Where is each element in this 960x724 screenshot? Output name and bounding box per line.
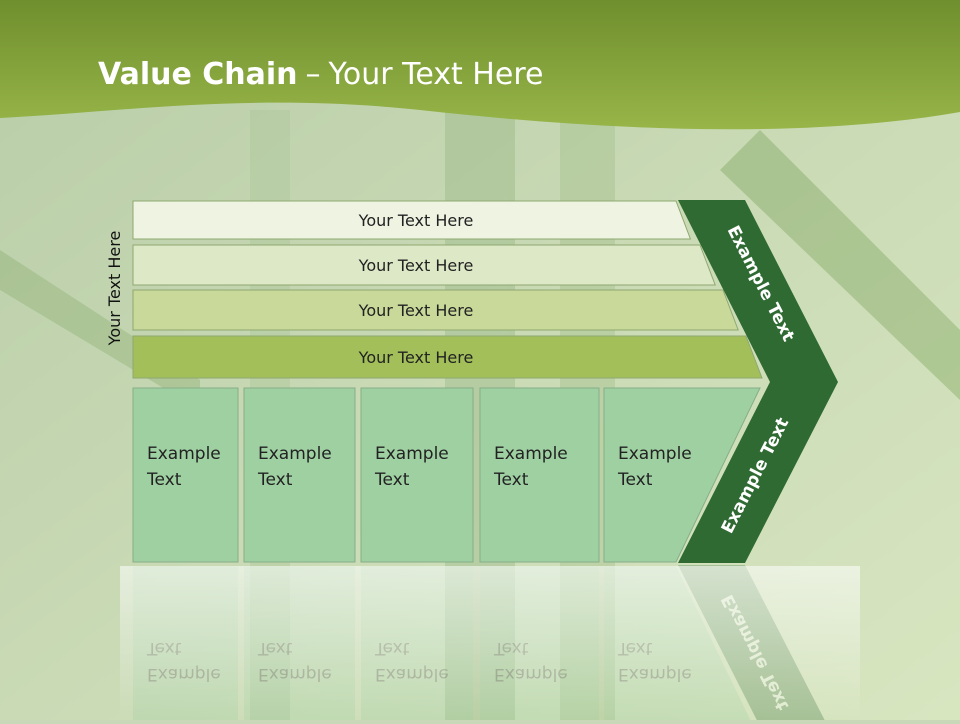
- column-box: [132, 387, 239, 563]
- column-label-line1: Example: [375, 444, 449, 464]
- row-bar: [132, 244, 716, 286]
- page-title: Value Chain – Your Text Here: [98, 52, 543, 96]
- row-bar: [132, 200, 692, 240]
- header-band: [0, 0, 960, 130]
- column-label-line1: Example: [258, 444, 332, 464]
- row-bar-label: Your Text Here: [358, 348, 474, 367]
- row-bar-label: Your Text Here: [358, 256, 474, 275]
- column-box: [603, 387, 761, 563]
- side-label: Your Text Here: [105, 231, 124, 347]
- row-bar: [132, 289, 739, 331]
- column-label-line2: Text: [146, 470, 182, 490]
- row-bar-label: Your Text Here: [358, 301, 474, 320]
- column-box: [360, 387, 474, 563]
- column-label-line1: Example: [618, 444, 692, 464]
- column-label-line2: Text: [493, 470, 529, 490]
- title-rest: Your Text Here: [328, 56, 544, 92]
- chevron-upper: [678, 200, 838, 382]
- column-box: [479, 387, 600, 563]
- column-label-line2: Text: [617, 470, 653, 490]
- title-separator: –: [305, 56, 321, 92]
- column-label-line1: Example: [494, 444, 568, 464]
- reflection-fade: [120, 566, 860, 720]
- row-bar: [132, 335, 763, 379]
- column-label-line2: Text: [374, 470, 410, 490]
- row-bar-label: Your Text Here: [358, 211, 474, 230]
- reflection: ExampleTextExampleTextExampleTextExample…: [120, 565, 860, 724]
- chevron-lower: [678, 382, 838, 563]
- column-label-line2: Text: [257, 470, 293, 490]
- column-box: [243, 387, 356, 563]
- title-main: Value Chain: [98, 56, 298, 92]
- column-label-line1: Example: [147, 444, 221, 464]
